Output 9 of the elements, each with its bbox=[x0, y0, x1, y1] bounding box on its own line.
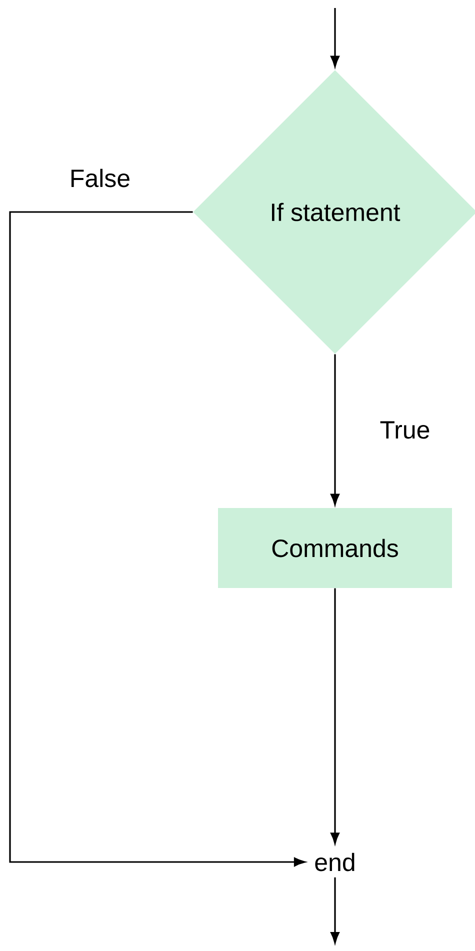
edge-label: True bbox=[380, 421, 430, 439]
end-label: end bbox=[315, 852, 354, 872]
arrow bbox=[330, 354, 340, 506]
arrow bbox=[330, 588, 340, 844]
arrow bbox=[330, 877, 340, 944]
arrow bbox=[9, 211, 306, 866]
edge-label: False bbox=[72, 168, 130, 188]
arrow bbox=[330, 8, 340, 68]
process-box: Commands bbox=[218, 508, 452, 588]
